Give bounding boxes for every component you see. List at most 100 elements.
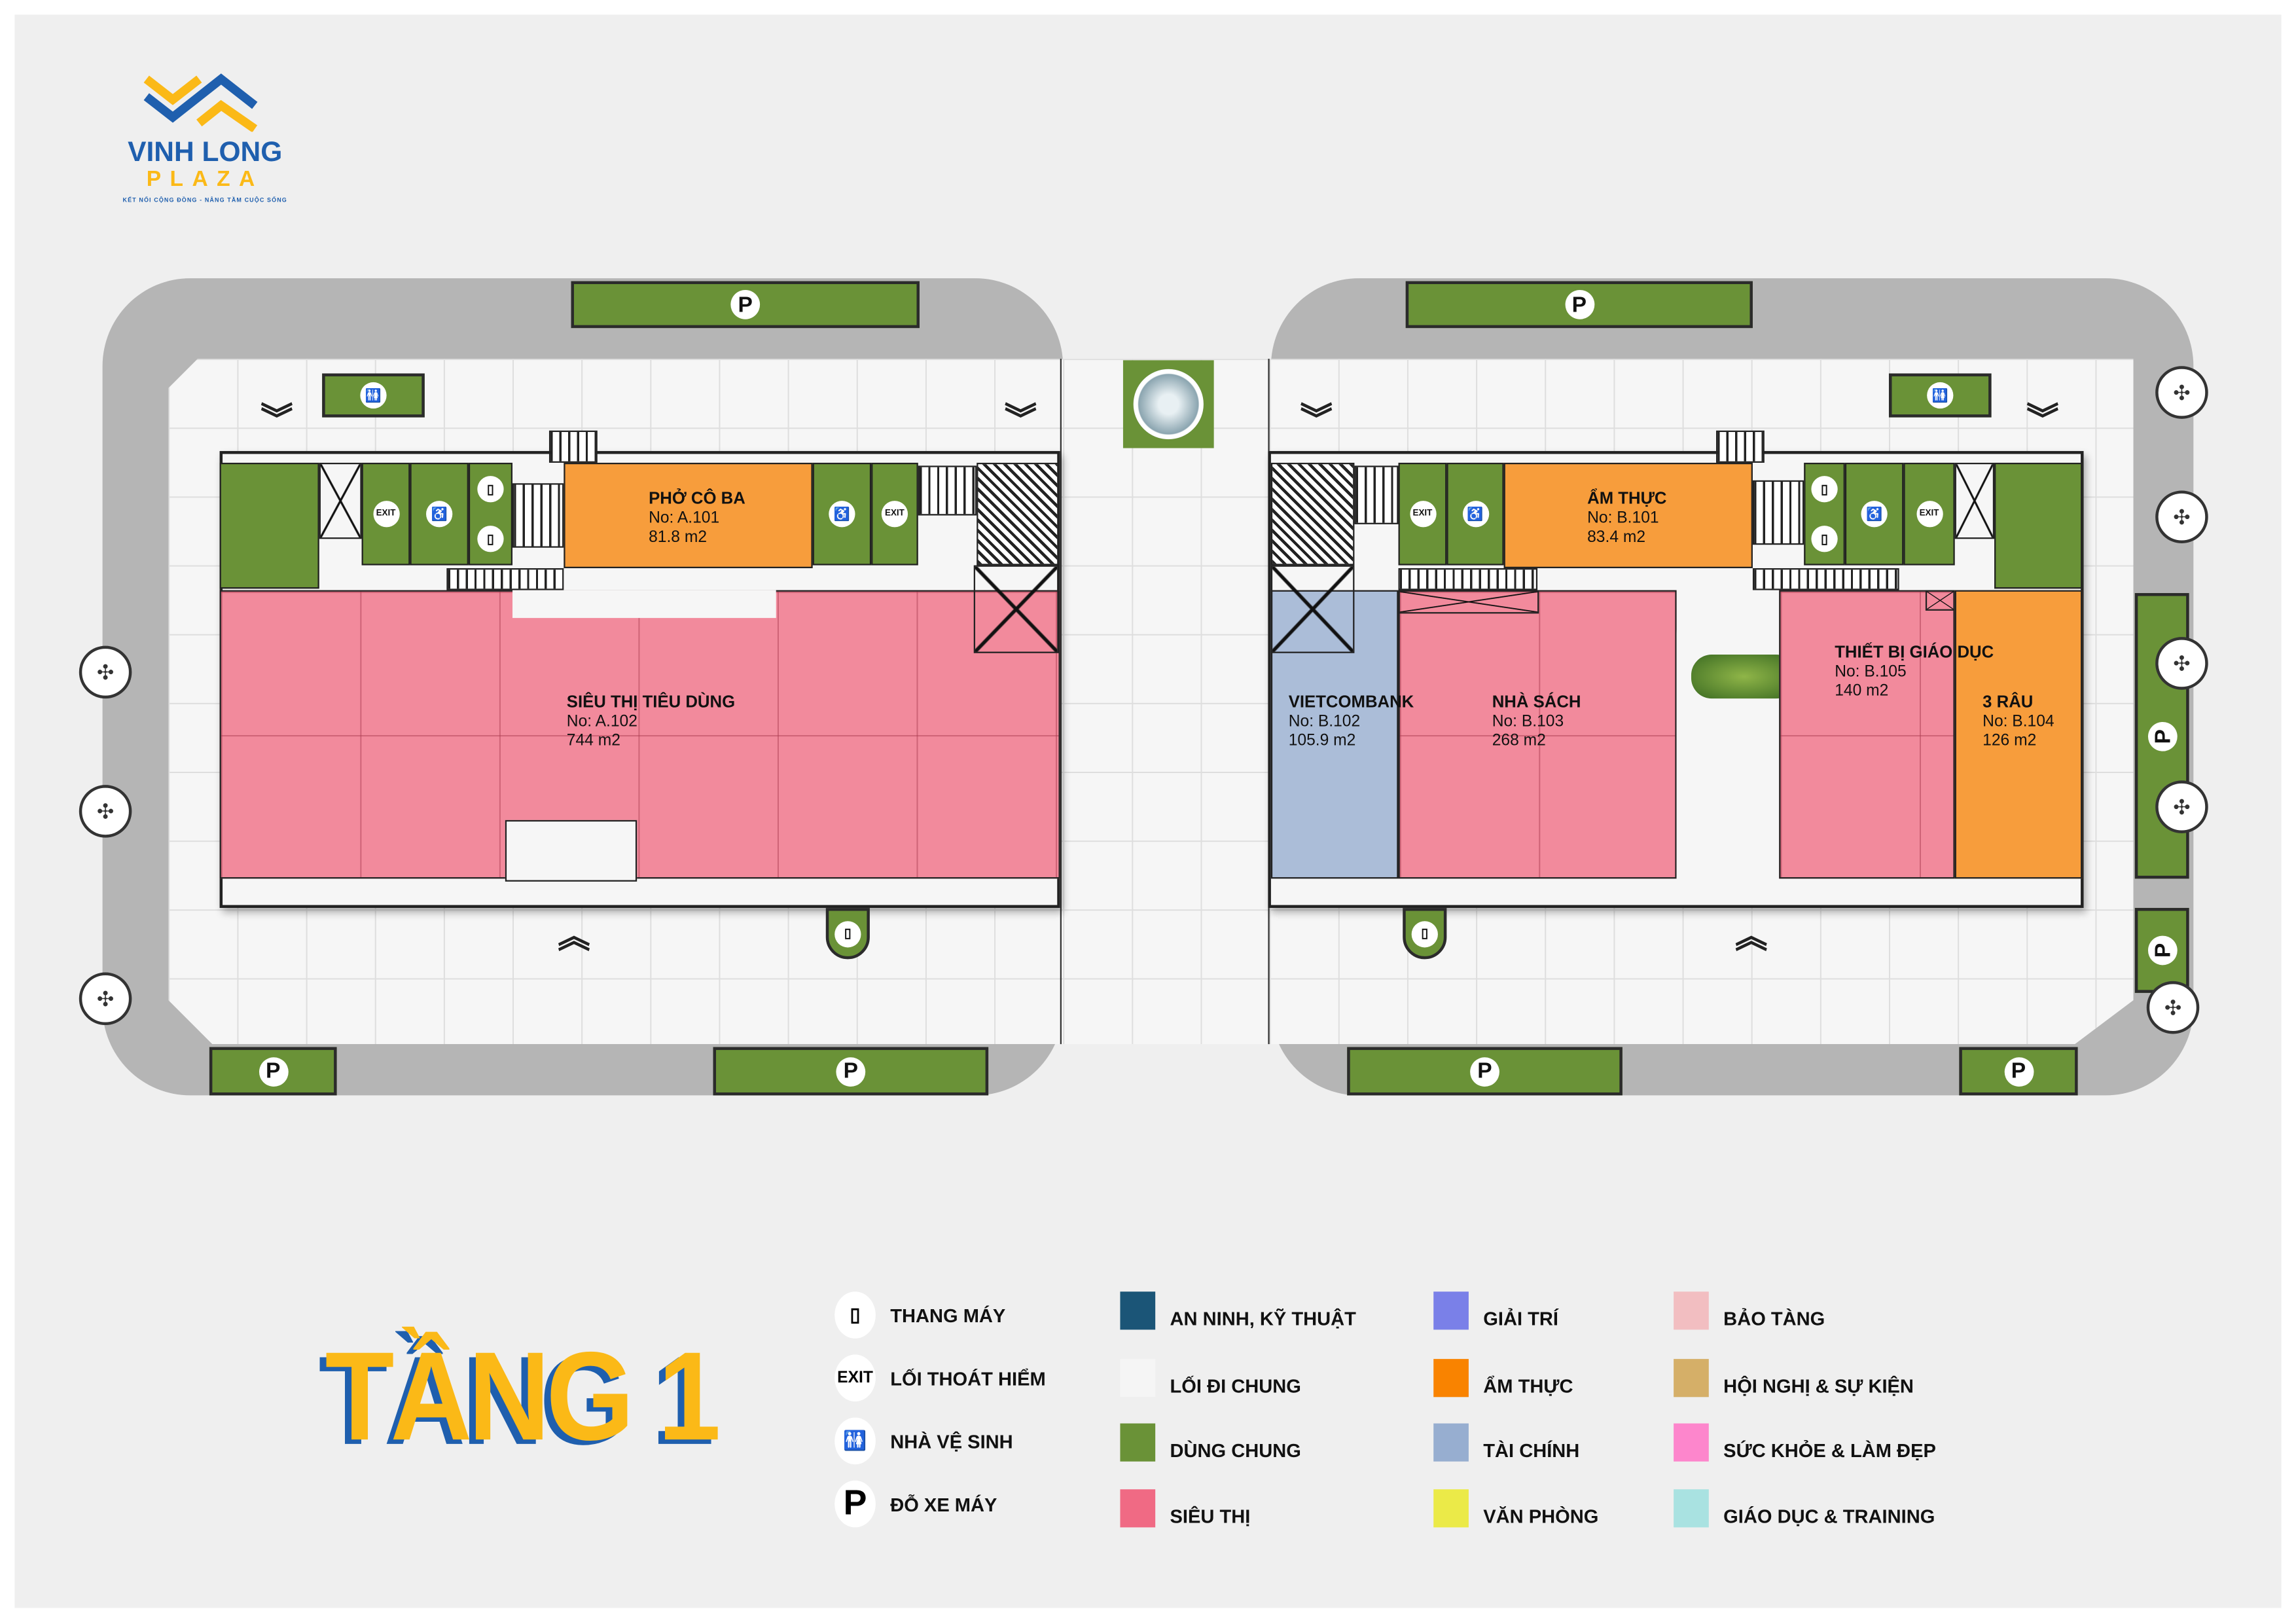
legend-item: ẨM THỰC [1433, 1359, 1573, 1398]
restroom: ♿ [1446, 462, 1504, 566]
legend-label: LỐI ĐI CHUNG [1170, 1374, 1301, 1397]
legend-swatch [1120, 1359, 1156, 1398]
unit-name: PHỞ CÔ BA [649, 490, 745, 509]
legend-item: VĂN PHÒNG [1433, 1489, 1599, 1528]
unit-area: 268 m2 [1492, 732, 1546, 750]
parking-icon: P [834, 1480, 876, 1528]
fountain-icon [1133, 369, 1204, 440]
legend-item: SIÊU THỊ [1120, 1489, 1250, 1528]
legend-label: ĐỖ XE MÁY [890, 1492, 997, 1515]
technical-room [1270, 565, 1355, 653]
legend-item: GIẢI TRÍ [1433, 1291, 1558, 1330]
legend-item: AN NINH, KỸ THUẬT [1120, 1291, 1356, 1330]
restroom-icon: 🚻 [360, 382, 387, 409]
parking-bottom-1: P [209, 1047, 337, 1096]
legend-label: GIÁO DỤC & TRAINING [1723, 1504, 1935, 1527]
unit-area: 126 m2 [1982, 732, 2037, 750]
parking-bottom-3: P [1347, 1047, 1623, 1096]
legend-swatch [1433, 1291, 1469, 1330]
shaft [1270, 462, 1355, 566]
restroom-accessible-icon: ♿ [1861, 501, 1888, 528]
entrance-chevron-icon: ︽ [558, 918, 590, 955]
elevators: ▯▯ [1804, 462, 1845, 566]
corridor [512, 590, 776, 619]
legend-swatch [1433, 1489, 1469, 1528]
parking-bottom-2: P [713, 1047, 989, 1096]
legend-label: BẢO TÀNG [1723, 1307, 1825, 1329]
legend-item: ▯THANG MÁY [834, 1291, 1005, 1339]
legend-item: GIÁO DỤC & TRAINING [1674, 1489, 1935, 1528]
logo-name: VINH LONG [128, 137, 283, 169]
unit-area: 105.9 m2 [1288, 732, 1356, 750]
stairs [1398, 568, 1538, 590]
legend-item: 🚻NHÀ VỆ SINH [834, 1417, 1013, 1465]
elevator-icon: ▯ [1811, 526, 1838, 552]
parking-icon: P [2147, 935, 2177, 965]
parking-bottom-4: P [1959, 1047, 2078, 1096]
unit-number: No: B.104 [1982, 713, 2054, 731]
stairs [446, 568, 564, 590]
legend-item: HỘI NGHỊ & SỰ KIỆN [1674, 1359, 1914, 1398]
tree-icon: ✣ [2155, 366, 2208, 419]
legend-swatch [1120, 1291, 1156, 1330]
restroom-accessible-icon: ♿ [1462, 501, 1489, 528]
outdoor-restroom-left: 🚻 [322, 373, 425, 418]
tree-icon: ✣ [2155, 490, 2208, 544]
parking-top-right: P [1405, 281, 1753, 329]
exit-icon: EXIT [881, 501, 908, 528]
legend-swatch [1433, 1423, 1469, 1462]
parking-right-1: P [2134, 593, 2189, 879]
elevator-icon: ▯ [1411, 920, 1438, 947]
entrance-chevron-icon: ︾ [1004, 401, 1037, 438]
technical-room [1398, 590, 1539, 614]
logo-tagline: KẾT NỐI CỘNG ĐỒNG - NÂNG TẦM CUỘC SỐNG [122, 196, 287, 204]
technical-room [1954, 462, 1995, 539]
exit-icon: EXIT [1916, 501, 1943, 528]
unit-area: 744 m2 [566, 732, 620, 750]
stairs [512, 483, 564, 548]
legend-label: VĂN PHÒNG [1483, 1504, 1599, 1527]
exit-icon: EXIT [372, 501, 399, 528]
technical-room [319, 462, 362, 539]
restroom-accessible-icon: ♿ [829, 501, 855, 528]
fountain [1122, 360, 1214, 448]
parking-icon: P [836, 1056, 866, 1086]
parking-icon: P [258, 1056, 288, 1086]
tree-icon: ✣ [2146, 981, 2200, 1034]
stairs [548, 430, 598, 463]
legend-swatch [1120, 1423, 1156, 1462]
legend-swatch [1674, 1423, 1709, 1462]
unit-name: VIETCOMBANK [1288, 694, 1414, 712]
legend-swatch [1674, 1359, 1709, 1398]
unit-name: ẨM THỰC [1587, 490, 1667, 509]
unit-name: SIÊU THỊ TIÊU DÙNG [566, 694, 736, 712]
tree-icon: ✣ [2155, 637, 2208, 690]
legend-label: LỐI THOÁT HIỂM [890, 1367, 1046, 1389]
vinh-long-plaza-logo: VINH LONG PLAZA KẾT NỐI CỘNG ĐỒNG - NÂNG… [103, 73, 300, 213]
unit-area: 140 m2 [1835, 682, 1889, 700]
elevators: ▯▯ [468, 462, 513, 566]
entrance-chevron-icon: ︽ [1735, 918, 1767, 955]
elevator-icon: ▯ [1811, 476, 1838, 503]
parking-icon: P [2147, 721, 2177, 751]
outdoor-restroom-right: 🚻 [1888, 373, 1992, 418]
legend-label: AN NINH, KỸ THUẬT [1170, 1307, 1356, 1329]
parking-top-left: P [571, 281, 920, 329]
emergency-exit: EXIT [361, 462, 410, 566]
legend-label: TÀI CHÍNH [1483, 1439, 1580, 1461]
restroom: ♿ [410, 462, 469, 566]
exit-icon: EXIT [1409, 501, 1436, 528]
elevator-icon: ▯ [477, 526, 504, 552]
entrance-a[interactable] [505, 820, 637, 882]
elevator-icon: ▯ [834, 920, 861, 947]
